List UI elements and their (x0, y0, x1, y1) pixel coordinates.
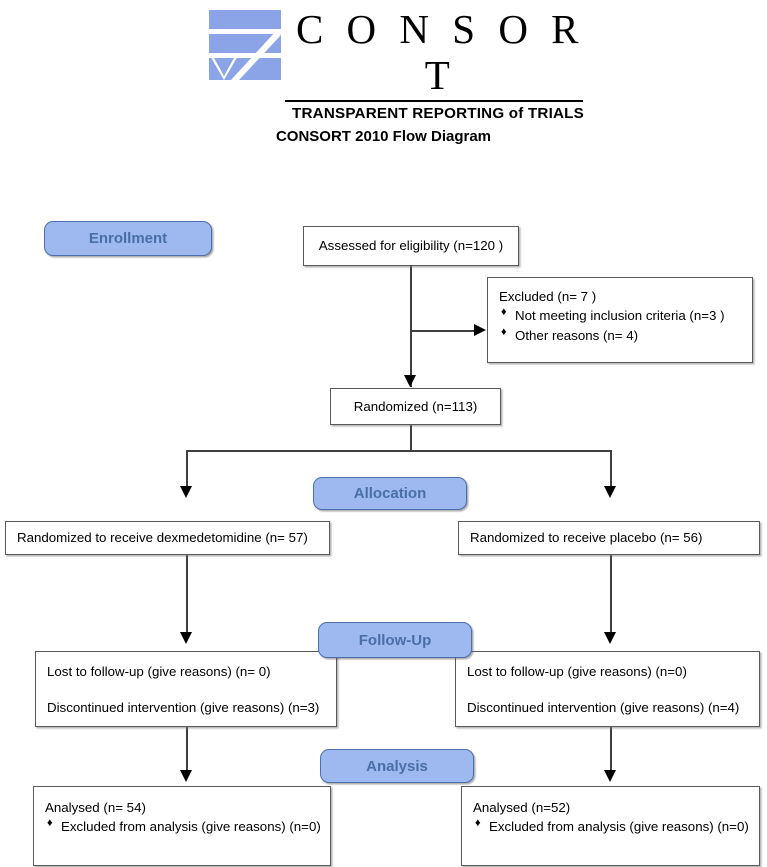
page-title: CONSORT 2010 Flow Diagram (275, 128, 492, 145)
box-randomized: Randomized (n=113) (330, 388, 501, 425)
box-analysis-right-item: Excluded from analysis (give reasons) (n… (473, 816, 749, 836)
arrowhead-analysis-right (604, 770, 616, 782)
box-analysis-right-heading: Analysed (n=52) (473, 800, 571, 815)
consort-wordmark: C O N S O R T TRANSPARENT REPORTING of T… (283, 6, 593, 122)
box-analysis-left-heading: Analysed (n= 54) (45, 800, 146, 815)
arrowhead-analysis-left (180, 770, 192, 782)
arrowhead-to-randomized (404, 375, 416, 387)
connector-split-right (610, 450, 612, 494)
connector-randomized-stem (410, 425, 412, 451)
arrowhead-alloc-left (180, 486, 192, 498)
arrowhead-follow-right (604, 632, 616, 644)
box-followup-right: Lost to follow-up (give reasons) (n=0) D… (455, 651, 760, 727)
box-excluded-item-1: Other reasons (n= 4) (499, 325, 741, 345)
stage-label-followup-text: Follow-Up (358, 631, 432, 649)
box-followup-left-lost: Lost to follow-up (give reasons) (n= 0) (47, 664, 271, 679)
box-excluded: Excluded (n= 7 ) Not meeting inclusion c… (487, 277, 753, 363)
box-allocation-left: Randomized to receive dexmedetomidine (n… (5, 521, 330, 555)
box-excluded-item-0: Not meeting inclusion criteria (n=3 ) (499, 305, 741, 325)
box-allocation-left-text: Randomized to receive dexmedetomidine (n… (17, 530, 308, 546)
connector-follow-left-to-analysis (186, 727, 188, 777)
box-followup-right-lost: Lost to follow-up (give reasons) (n=0) (467, 664, 687, 679)
connector-alloc-right-to-follow (610, 555, 612, 639)
connector-alloc-left-to-follow (186, 555, 188, 639)
box-assessed-for-eligibility: Assessed for eligibility (n=120 ) (303, 226, 519, 266)
connector-to-excluded (410, 330, 478, 332)
box-randomized-text: Randomized (n=113) (353, 398, 478, 414)
consort-word: C O N S O R T (295, 6, 586, 98)
stage-label-analysis-text: Analysis (366, 757, 428, 775)
logo-divider (285, 100, 583, 102)
box-followup-left: Lost to follow-up (give reasons) (n= 0) … (35, 651, 337, 727)
box-assessed-text: Assessed for eligibility (n=120 ) (318, 238, 504, 254)
box-followup-left-discontinued: Discontinued intervention (give reasons)… (47, 700, 320, 716)
box-allocation-right: Randomized to receive placebo (n= 56) (458, 521, 760, 555)
stage-label-analysis: Analysis (320, 749, 474, 783)
connector-follow-right-to-analysis (610, 727, 612, 777)
arrowhead-to-excluded (474, 324, 486, 336)
consort-logo: C O N S O R T TRANSPARENT REPORTING of T… (0, 4, 767, 122)
stage-label-enrollment-text: Enrollment (88, 230, 168, 247)
consort-logo-mark (209, 10, 281, 80)
stage-label-allocation-text: Allocation (353, 485, 427, 502)
arrowhead-alloc-right (604, 486, 616, 498)
stage-label-allocation: Allocation (313, 477, 467, 510)
stage-label-followup: Follow-Up (318, 622, 472, 658)
box-excluded-heading: Excluded (n= 7 ) (499, 289, 597, 304)
connector-assessed-to-randomized (410, 266, 412, 387)
box-analysis-right: Analysed (n=52) Excluded from analysis (… (461, 786, 760, 866)
connector-split-bar (186, 450, 612, 452)
box-allocation-right-text: Randomized to receive placebo (n= 56) (470, 530, 703, 546)
stage-label-enrollment: Enrollment (44, 221, 212, 256)
box-analysis-left: Analysed (n= 54) Excluded from analysis … (33, 786, 331, 866)
box-followup-right-discontinued: Discontinued intervention (give reasons)… (467, 700, 740, 716)
arrowhead-follow-left (180, 632, 192, 644)
connector-split-left (186, 450, 188, 494)
box-analysis-left-item: Excluded from analysis (give reasons) (n… (45, 816, 321, 836)
consort-tagline: TRANSPARENT REPORTING of TRIALS (292, 105, 584, 122)
